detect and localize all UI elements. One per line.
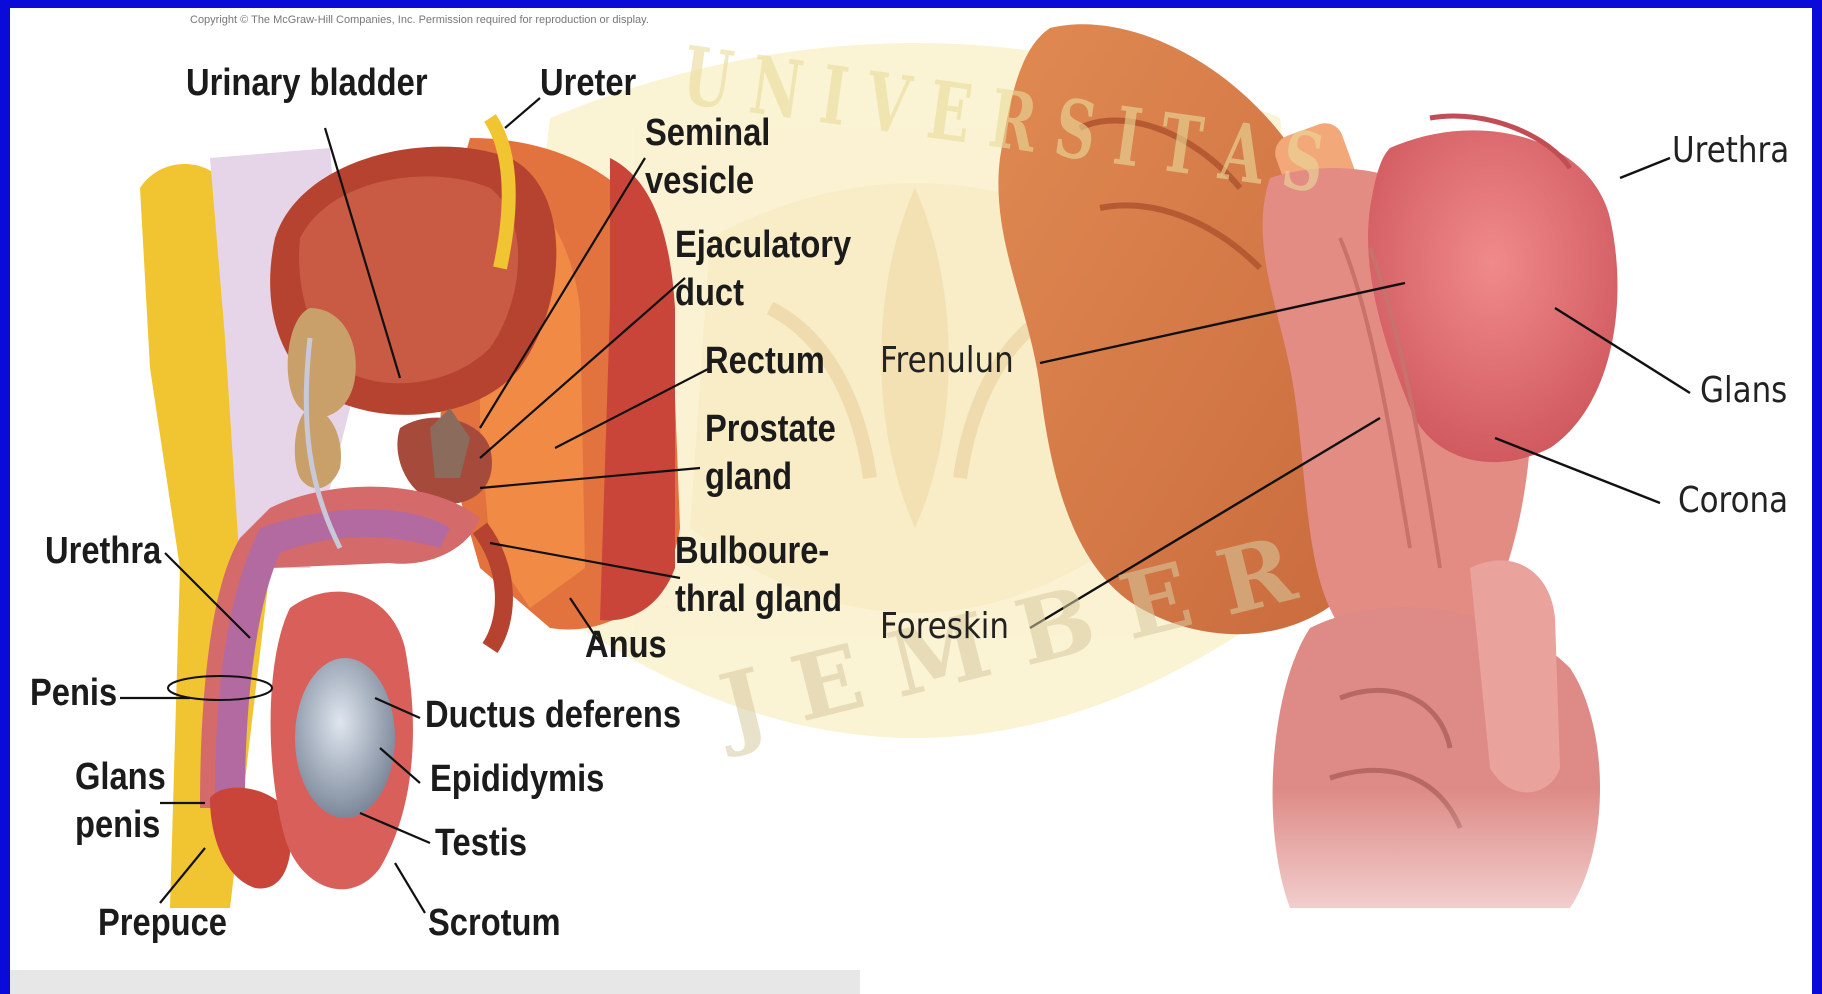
label-seminal-vesicle-1: Seminal bbox=[645, 110, 770, 156]
label-rectum: Rectum bbox=[705, 338, 825, 384]
anatomy-illustration bbox=[10, 8, 1812, 994]
label-urethra-right: Urethra bbox=[1672, 128, 1789, 174]
label-seminal-vesicle-2: vesicle bbox=[645, 158, 754, 204]
label-epididymis: Epididymis bbox=[430, 756, 604, 802]
label-ductus-deferens: Ductus deferens bbox=[425, 692, 681, 738]
label-ejaculatory-duct-1: Ejaculatory bbox=[675, 222, 851, 268]
label-bulbourethral-2: thral gland bbox=[675, 576, 842, 622]
label-glans-penis-2: penis bbox=[75, 802, 160, 848]
label-testis: Testis bbox=[435, 820, 527, 866]
label-urinary-bladder: Urinary bladder bbox=[186, 60, 428, 106]
label-prostate-2: gland bbox=[705, 454, 792, 500]
label-scrotum: Scrotum bbox=[428, 900, 561, 946]
label-penis: Penis bbox=[30, 670, 117, 716]
label-glans-penis-1: Glans bbox=[75, 754, 166, 800]
label-prepuce: Prepuce bbox=[98, 900, 227, 946]
label-ejaculatory-duct-2: duct bbox=[675, 270, 744, 316]
label-prostate-1: Prostate bbox=[705, 406, 836, 452]
label-anus: Anus bbox=[585, 622, 667, 668]
label-foreskin: Foreskin bbox=[880, 604, 1009, 650]
label-ureter: Ureter bbox=[540, 60, 636, 106]
label-glans: Glans bbox=[1700, 368, 1787, 414]
bottom-strip bbox=[10, 970, 860, 994]
copyright-note: Copyright © The McGraw-Hill Companies, I… bbox=[190, 14, 649, 26]
label-urethra-left: Urethra bbox=[45, 528, 161, 574]
label-frenulun: Frenulun bbox=[880, 338, 1014, 384]
diagram-canvas: U N I V E R S I T A S J E M B E R Copyri… bbox=[10, 8, 1812, 994]
label-corona: Corona bbox=[1678, 478, 1788, 524]
label-bulbourethral-1: Bulboure- bbox=[675, 528, 829, 574]
